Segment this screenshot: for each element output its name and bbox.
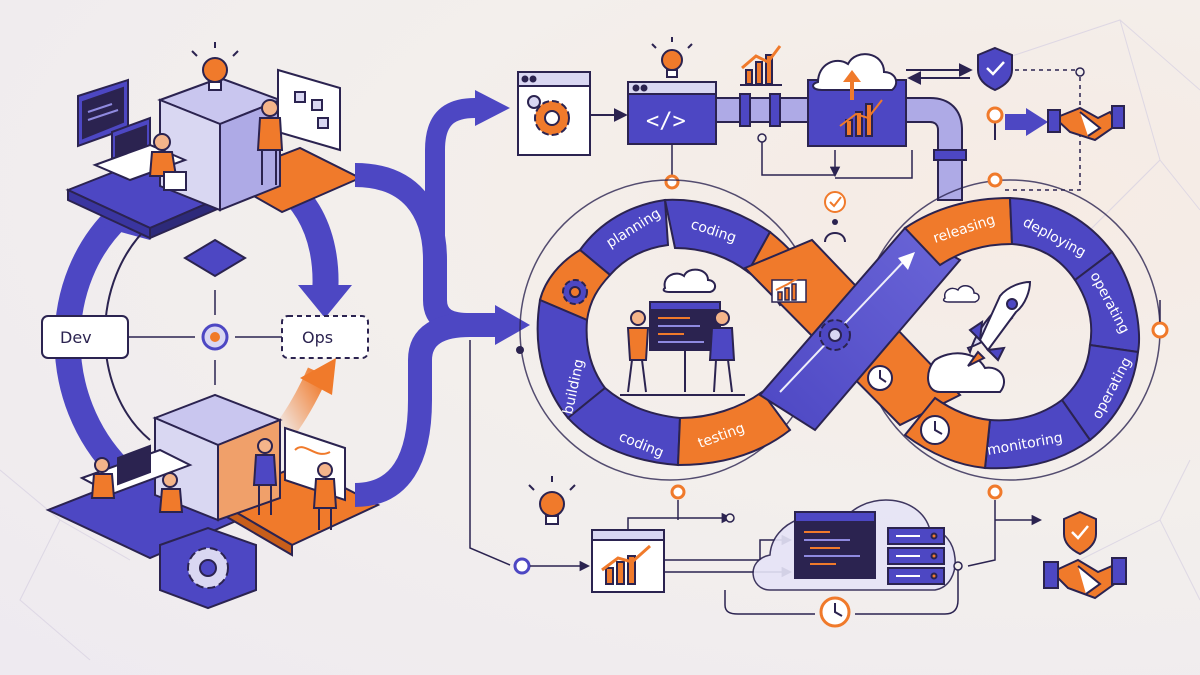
lightbulb-icon <box>191 42 239 91</box>
bar-chart-icon <box>771 271 807 303</box>
loop-interior-team <box>620 268 745 396</box>
bar-chart-icon <box>740 45 782 86</box>
stage-testing <box>676 390 792 467</box>
rocket-icon <box>927 280 1032 393</box>
gear-icon <box>819 319 851 351</box>
clock-icon <box>819 596 851 628</box>
pipe <box>715 93 967 201</box>
handshake-icon <box>1043 557 1127 600</box>
bottom-team <box>79 426 346 530</box>
cloud-icon <box>662 268 716 293</box>
node-top-right <box>986 106 1004 124</box>
cloud-upload-panel <box>807 53 907 147</box>
center-diamond <box>183 238 247 278</box>
top-pipeline: </> <box>517 37 1125 243</box>
background-network <box>0 19 1200 661</box>
node-bottom-left <box>513 557 531 575</box>
crossing-band-blue <box>758 226 962 432</box>
orange-rise-arrow-head <box>300 358 336 395</box>
clock-icon <box>920 415 950 445</box>
shield-check-icon <box>1063 510 1097 556</box>
ops-label: Ops <box>302 328 333 347</box>
flow-arrow-top <box>425 98 480 260</box>
terminal-icon <box>794 511 876 579</box>
node-ring-bottom-left <box>670 484 686 500</box>
gear-icon <box>534 100 570 136</box>
cloud-upload-icon <box>843 70 861 100</box>
whiteboard-person <box>256 68 341 185</box>
code-icon: </> <box>646 109 686 134</box>
gear-icon <box>562 279 588 305</box>
gear-icon <box>187 547 229 589</box>
bottom-pipeline <box>469 340 1127 628</box>
lightbulb-icon <box>651 37 693 78</box>
handshake-icon <box>1047 105 1125 142</box>
ops-tag <box>281 315 369 359</box>
shield-check-icon <box>977 46 1013 92</box>
node-ring-bottom-right <box>987 484 1003 500</box>
connectors <box>354 90 530 507</box>
node-ring-right <box>1151 321 1169 339</box>
node-top-center <box>664 174 680 190</box>
lightbulb-icon <box>528 476 576 525</box>
loop-arrow-right-head <box>298 285 352 318</box>
node-ring-left <box>516 346 524 354</box>
code-window: </> <box>627 81 717 145</box>
left-loop: Dev Ops <box>41 42 381 610</box>
dev-label: Dev <box>60 328 92 347</box>
clock-icon <box>867 365 893 391</box>
dev-person-seated <box>148 133 187 191</box>
dev-tag <box>41 315 129 359</box>
infinity-loop: planning coding building coding testing … <box>516 172 1169 500</box>
flow-arrow-lower <box>354 313 471 507</box>
cloud-icon <box>942 285 980 303</box>
settings-document <box>517 71 591 156</box>
server-icon <box>887 527 945 585</box>
growth-chart-window <box>591 529 665 593</box>
inner-network <box>671 140 913 179</box>
node-ring-top-right <box>987 172 1003 188</box>
